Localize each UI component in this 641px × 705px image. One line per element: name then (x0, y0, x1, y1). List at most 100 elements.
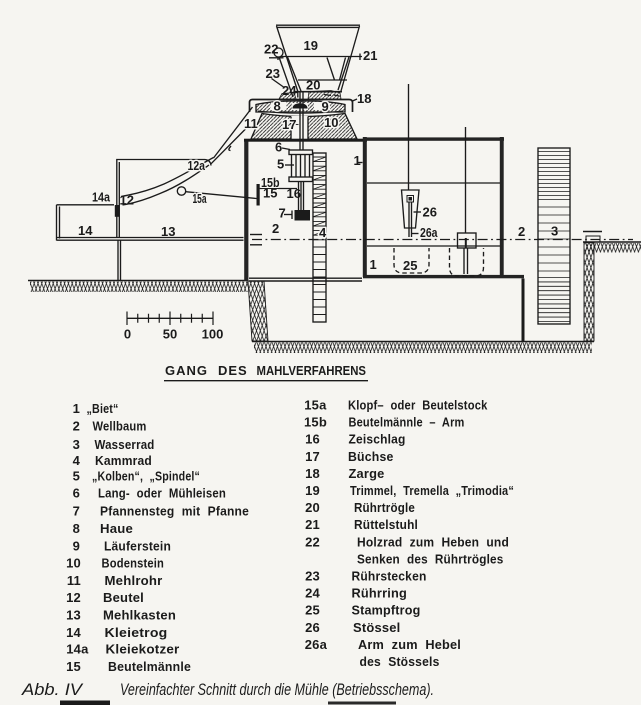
svg-text:4: 4 (73, 453, 81, 468)
svg-text:1: 1 (370, 257, 377, 272)
svg-text:8: 8 (73, 521, 80, 536)
svg-text:15b: 15b (261, 175, 280, 190)
svg-text:13: 13 (161, 224, 175, 239)
svg-text:Stössel: Stössel (353, 620, 401, 635)
svg-text:Mehlkasten: Mehlkasten (103, 608, 176, 623)
svg-text:19: 19 (304, 38, 318, 53)
svg-text:6: 6 (275, 140, 282, 155)
svg-text:26a: 26a (305, 637, 328, 652)
svg-text:25: 25 (403, 258, 417, 273)
svg-text:Kleietrog: Kleietrog (105, 625, 168, 640)
svg-text:5: 5 (277, 157, 284, 172)
svg-text:GANG: GANG (165, 363, 208, 378)
svg-text:11: 11 (244, 116, 258, 131)
svg-text:Rüttelstuhl: Rüttelstuhl (354, 517, 418, 532)
svg-text:Bodenstein: Bodenstein (102, 556, 165, 571)
svg-text:Stampftrog: Stampftrog (352, 603, 421, 618)
svg-text:Arm zum Hebel: Arm zum Hebel (358, 637, 461, 652)
svg-text:DES: DES (218, 363, 248, 378)
svg-text:Pfannensteg mit Pfanne: Pfannensteg mit Pfanne (100, 504, 249, 519)
svg-text:26: 26 (423, 205, 437, 220)
svg-text:12: 12 (120, 193, 134, 208)
svg-text:26a: 26a (420, 225, 438, 240)
svg-text:2: 2 (73, 419, 80, 434)
svg-text:Senken des Rührtrögles: Senken des Rührtrögles (357, 551, 504, 566)
svg-text:8: 8 (274, 99, 281, 114)
svg-text:26: 26 (305, 620, 320, 635)
svg-text:Läuferstein: Läuferstein (104, 539, 171, 554)
svg-text:Mehlrohr: Mehlrohr (105, 573, 163, 588)
svg-text:15b: 15b (304, 415, 327, 430)
svg-text:Lang- oder Mühleisen: Lang- oder Mühleisen (98, 486, 226, 501)
svg-text:23: 23 (266, 66, 280, 81)
svg-text:Beutelmännle – Arm: Beutelmännle – Arm (349, 415, 465, 430)
svg-text:17: 17 (305, 449, 320, 464)
svg-text:3: 3 (73, 437, 80, 452)
svg-text:„Biet“: „Biet“ (87, 401, 119, 416)
svg-text:18: 18 (357, 91, 371, 106)
svg-text:2: 2 (272, 221, 279, 236)
svg-text:Kleiekotzer: Kleiekotzer (106, 642, 180, 657)
svg-text:16: 16 (287, 186, 301, 201)
svg-text:Kammrad: Kammrad (95, 453, 152, 468)
svg-text:des Stössels: des Stössels (360, 654, 440, 669)
svg-text:„Kolben“, „Spindel“: „Kolben“, „Spindel“ (92, 469, 200, 484)
svg-text:Beutel: Beutel (103, 590, 144, 605)
svg-text:Wellbaum: Wellbaum (93, 419, 147, 434)
svg-text:1: 1 (354, 153, 361, 168)
svg-text:Rührstecken: Rührstecken (352, 569, 427, 584)
svg-text:50: 50 (163, 327, 177, 342)
svg-text:MAHLVERFAHRENS: MAHLVERFAHRENS (257, 363, 367, 378)
svg-text:Vereinfachter Schnitt durch di: Vereinfachter Schnitt durch die Mühle (B… (120, 681, 434, 699)
svg-text:15a: 15a (193, 191, 207, 206)
svg-text:25: 25 (305, 603, 320, 618)
svg-text:11: 11 (67, 573, 81, 588)
svg-text:18: 18 (305, 466, 320, 481)
svg-text:Holzrad zum Heben und: Holzrad zum Heben und (357, 534, 509, 549)
svg-text:20: 20 (305, 500, 320, 515)
svg-text:14a: 14a (92, 190, 111, 205)
svg-text:7: 7 (279, 206, 286, 221)
svg-text:4: 4 (319, 225, 327, 240)
svg-text:23: 23 (305, 569, 320, 584)
svg-text:1: 1 (73, 401, 80, 416)
svg-text:10: 10 (324, 115, 338, 130)
svg-text:14a: 14a (66, 642, 89, 657)
svg-text:5: 5 (73, 469, 80, 484)
svg-text:Beutelmännle: Beutelmännle (108, 659, 191, 674)
svg-text:6: 6 (73, 486, 80, 501)
svg-text:14: 14 (66, 625, 81, 640)
svg-text:15a: 15a (304, 398, 327, 413)
svg-text:100: 100 (202, 327, 224, 342)
svg-text:13: 13 (66, 608, 81, 623)
svg-text:20: 20 (306, 78, 320, 93)
svg-text:12: 12 (66, 590, 81, 605)
svg-text:24: 24 (282, 83, 297, 98)
svg-text:14: 14 (78, 223, 93, 238)
svg-text:Klopf– oder Beutelstock: Klopf– oder Beutelstock (348, 398, 488, 413)
svg-text:17: 17 (282, 117, 296, 132)
svg-text:Zarge: Zarge (349, 466, 385, 481)
svg-text:Haue: Haue (100, 521, 133, 536)
svg-text:0: 0 (124, 327, 131, 342)
svg-text:21: 21 (305, 517, 320, 532)
svg-text:16: 16 (305, 432, 320, 447)
svg-text:22: 22 (264, 42, 278, 57)
svg-text:Zeischlag: Zeischlag (349, 432, 406, 447)
svg-text:Rührtrögle: Rührtrögle (354, 500, 415, 515)
svg-text:12a: 12a (188, 158, 206, 173)
svg-text:Trimmel, Tremella „Trimodia“: Trimmel, Tremella „Trimodia“ (350, 483, 514, 498)
svg-text:Wasserrad: Wasserrad (95, 437, 155, 452)
svg-text:22: 22 (305, 534, 320, 549)
svg-text:7: 7 (73, 504, 80, 519)
svg-text:Büchse: Büchse (348, 449, 394, 464)
svg-text:3: 3 (551, 224, 558, 239)
svg-text:2: 2 (518, 224, 525, 239)
svg-text:9: 9 (322, 99, 329, 114)
svg-text:19: 19 (305, 483, 320, 498)
svg-text:21: 21 (363, 48, 377, 63)
svg-text:15: 15 (66, 659, 81, 674)
svg-text:24: 24 (305, 586, 320, 601)
svg-text:10: 10 (66, 556, 81, 571)
svg-text:15: 15 (263, 186, 277, 201)
